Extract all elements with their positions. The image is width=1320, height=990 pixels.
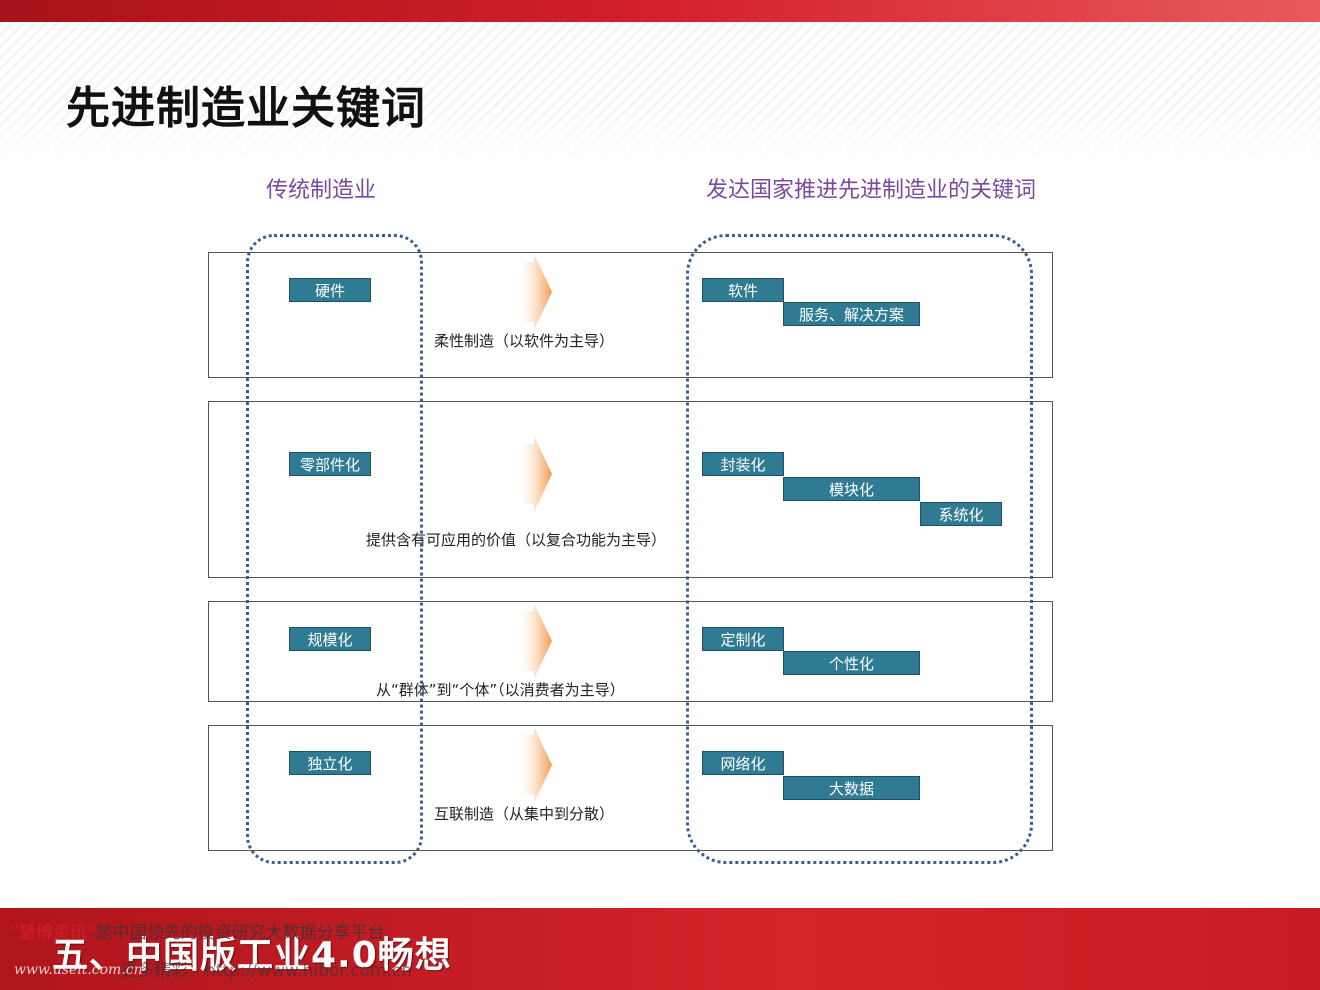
watermark-url: 更多精彩：http://www.hibor.com.cn: [120, 961, 412, 981]
caption-group-to-individual: 从“群体”到“个体”（以消费者为主导）: [376, 681, 625, 699]
tag-packaging: 封装化: [702, 452, 784, 476]
header-stripes: [0, 22, 1320, 162]
row-components: [208, 401, 1053, 578]
tag-networking: 网络化: [702, 751, 784, 775]
header-advanced: 发达国家推进先进制造业的关键词: [706, 178, 1037, 203]
caption-flexible-manufacturing: 柔性制造（以软件为主导）: [434, 332, 615, 350]
row-networking: [208, 725, 1053, 851]
tag-big-data: 大数据: [783, 776, 920, 800]
watermark-text: “慧博资讯”是中国领先的投资研究大数据分享平台: [10, 918, 385, 943]
watermark-brand: “慧博资讯”: [10, 923, 96, 943]
tag-personalization: 个性化: [783, 651, 920, 675]
tag-services-solutions: 服务、解决方案: [783, 302, 920, 326]
top-banner: [0, 0, 1320, 22]
watermark-site: www.useit.com.cn: [14, 962, 143, 978]
tag-traditional-componentization: 零部件化: [289, 452, 371, 476]
watermark-tagline: 是中国领先的投资研究大数据分享平台: [95, 923, 385, 943]
section-title: 五、中国版工业4.0畅想: [52, 935, 452, 976]
tag-traditional-independent: 独立化: [289, 751, 371, 775]
bottom-banner: [0, 908, 1320, 990]
header-traditional: 传统制造业: [266, 178, 377, 203]
arrow-right-icon: [516, 436, 552, 512]
arrow-right-icon: [516, 727, 552, 803]
page-title: 先进制造业关键词: [66, 83, 426, 134]
tag-traditional-scale: 规模化: [289, 627, 371, 651]
caption-interconnected-manufacturing: 互联制造（从集中到分散）: [434, 805, 615, 823]
tag-customization: 定制化: [702, 627, 784, 651]
arrow-right-icon: [516, 603, 552, 679]
arrow-right-icon: [516, 254, 552, 330]
tag-software: 软件: [702, 278, 784, 302]
caption-applicable-value: 提供含有可应用的价值（以复合功能为主导）: [366, 531, 667, 549]
tag-modularization: 模块化: [783, 477, 920, 501]
row-software: [208, 252, 1053, 378]
tag-traditional-hardware: 硬件: [289, 278, 371, 302]
tag-systematization: 系统化: [920, 502, 1002, 526]
